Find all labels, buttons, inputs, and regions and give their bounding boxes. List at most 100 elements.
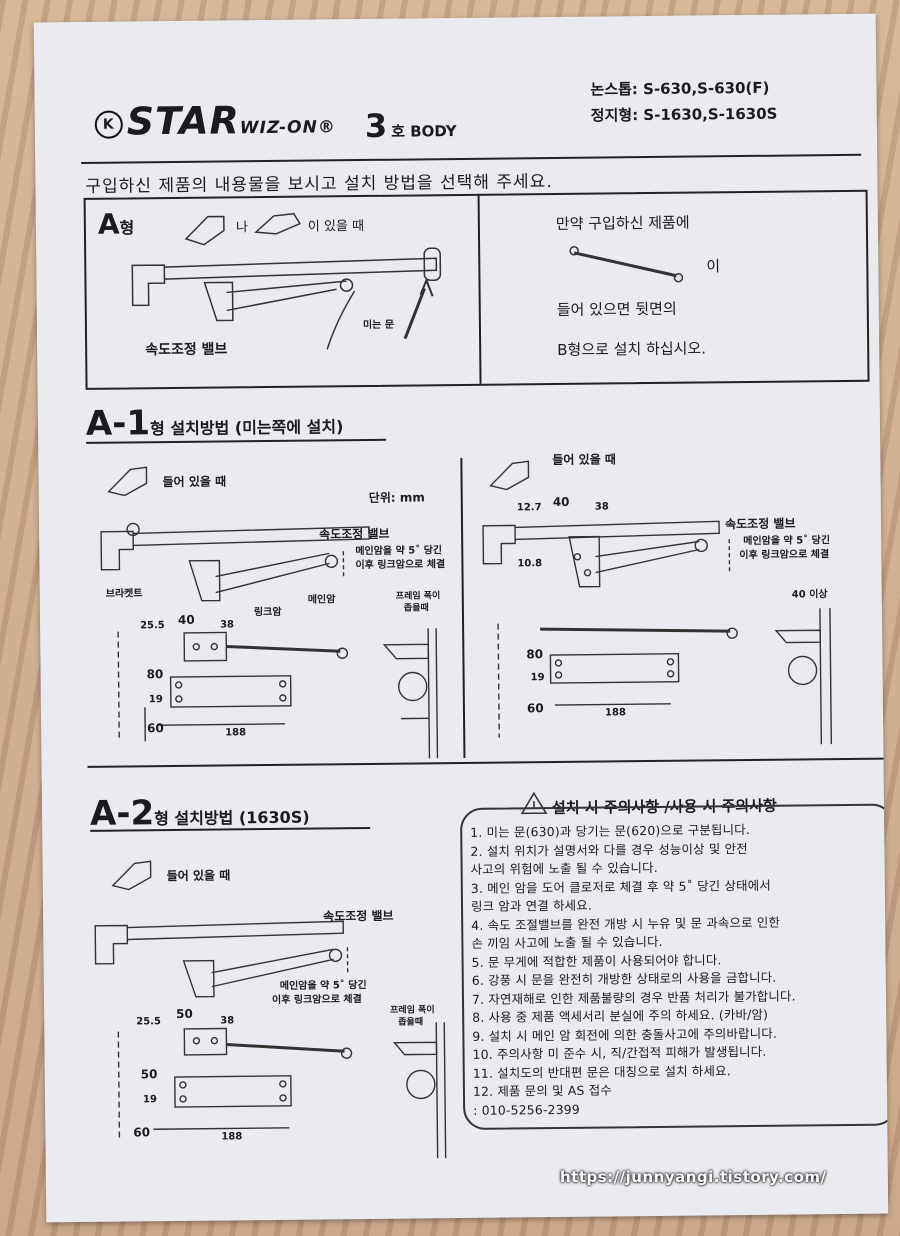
arm-line-shape [226, 644, 341, 653]
a2-dim-50b: 50 [140, 1067, 158, 1082]
a1-unit-label: 단위: mm [368, 490, 425, 505]
bracket-icon [489, 460, 530, 491]
link-arm-shape [211, 948, 334, 988]
a1-bottom-rule [87, 757, 884, 768]
a2-dim-50a: 50 [176, 1006, 193, 1022]
dimension-line [159, 723, 286, 726]
link-arm-end-icon [569, 246, 579, 256]
a1-right-dim-40: 40 [552, 494, 570, 510]
door-frame-shape [131, 264, 166, 307]
a1-right-dim-60: 60 [526, 701, 544, 716]
arrow-head-icon [419, 277, 434, 297]
a1-right-included: 들어 있을 때 [552, 452, 616, 468]
a1-main-arm-label: 메인암 [307, 594, 336, 606]
a1-dim-80: 80 [146, 667, 164, 682]
main-arm-shape [515, 520, 720, 541]
a2-note2: 이후 링크암으로 체결 [271, 994, 362, 1006]
main-arm-shape [133, 526, 370, 547]
a1-frame-note2: 좁을때 [403, 603, 429, 614]
a2-dim-38: 38 [220, 1015, 235, 1027]
bracket-icon [107, 466, 148, 497]
a1-right-note2: 이후 링크암으로 체결 [739, 549, 830, 562]
a1-left-included: 들어 있을 때 [162, 474, 227, 490]
arm-line-shape [226, 1042, 345, 1053]
frame-side-shape [435, 1022, 447, 1159]
type-b-line3: 들어 있으면 뒷면의 [556, 299, 677, 319]
side-bracket-shape [392, 1041, 438, 1056]
frame-side-shape [819, 608, 833, 745]
a2-heading: A-2형 설치방법 (1630S) [90, 792, 310, 834]
arm-joint-shape [339, 278, 354, 292]
a1-dim-19: 19 [148, 694, 163, 706]
a1-dim-60: 60 [147, 721, 164, 736]
a1-dim-12-7: 12.7 [516, 502, 542, 514]
a1-right-dim-38: 38 [594, 501, 609, 513]
swing-arc-shape [326, 290, 356, 350]
a1-title: A-1 [85, 403, 151, 444]
a1-bracket-label: 브라켓트 [105, 588, 143, 600]
pivot-shape [126, 522, 140, 537]
side-pinion-shape [398, 671, 428, 702]
notes-box: 1. 미는 문(630)과 당기는 문(620)으로 구분됩니다. 2. 설치 … [459, 803, 889, 1131]
diagram-layer [86, 212, 884, 1159]
arm-line-shape [540, 627, 731, 633]
a2-underline [90, 826, 371, 832]
a1-dim-25-5: 25.5 [140, 620, 165, 632]
push-arrow-icon [403, 287, 426, 340]
bracket-plate-shape [183, 1027, 228, 1056]
link-arm-end-icon [673, 272, 684, 283]
main-arm-shape [164, 257, 438, 280]
frame-side-shape [427, 628, 439, 759]
bracket-icon [184, 215, 225, 246]
closer-plate-shape [169, 675, 292, 708]
type-b-line2: 이 [706, 257, 721, 276]
a1-underline [86, 438, 387, 444]
note-line: : 010-5256-2399 [473, 1101, 581, 1118]
link-arm-shape [226, 280, 347, 312]
a2-title: A-2 [89, 793, 155, 834]
door-frame-shape [94, 924, 129, 965]
closer-plate-shape [174, 1075, 292, 1108]
closer-body-shape [568, 535, 601, 588]
a1-left-note1: 메인암을 약 5˚ 당긴 [355, 545, 443, 558]
type-b-line1: 만약 구입하신 제품에 [555, 213, 690, 233]
a2-dim-188: 188 [221, 1131, 243, 1143]
a2-dim-25-5: 25.5 [136, 1016, 161, 1028]
side-pinion-shape [406, 1069, 436, 1100]
dimension-line [153, 1127, 290, 1130]
a1-dim-40: 40 [177, 612, 195, 627]
a1-left-valve: 속도조정 밸브 [319, 526, 390, 542]
a1-column-divider [460, 457, 466, 758]
a1-right-dim-188: 188 [604, 707, 626, 719]
a1-right-valve: 속도조정 밸브 [724, 516, 796, 532]
closer-plate-shape [549, 653, 680, 684]
a1-heading: A-1형 설치방법 (미는쪽에 설치) [86, 401, 344, 444]
door-edge-shape [117, 631, 120, 742]
door-frame-shape [100, 530, 134, 571]
a2-dim-60: 60 [133, 1125, 151, 1140]
a1-right-dim-80: 80 [526, 647, 544, 662]
a1-dim-40-over: 40 이상 [791, 589, 828, 601]
a2-frame-note2: 좁을때 [398, 1017, 424, 1028]
arm-knob-shape [423, 247, 442, 282]
a2-note1: 메인암을 약 5˚ 당긴 [279, 980, 367, 992]
a1-title-suffix: 형 설치방법 (미는쪽에 설치) [149, 417, 344, 439]
closer-body-shape [182, 959, 215, 998]
closer-body-shape [203, 281, 234, 322]
type-b-line4: B형으로 설치 하십시오. [557, 339, 707, 359]
main-arm-shape [127, 920, 345, 941]
side-bracket-shape [774, 629, 821, 644]
a2-title-suffix: 형 설치방법 (1630S) [154, 807, 310, 829]
arm-joint-shape [324, 554, 339, 569]
dimension-line [554, 703, 671, 706]
a1-right-dim-19: 19 [530, 672, 545, 684]
bracket-plate-shape [183, 631, 228, 662]
closer-body-shape [188, 559, 221, 602]
link-arm-shape [595, 540, 700, 574]
a2-dim-19: 19 [142, 1094, 158, 1106]
a1-dim-188: 188 [225, 727, 247, 739]
door-edge-shape [497, 623, 500, 738]
link-arm-icon [573, 251, 677, 278]
a1-dim-10-8: 10.8 [517, 558, 543, 570]
